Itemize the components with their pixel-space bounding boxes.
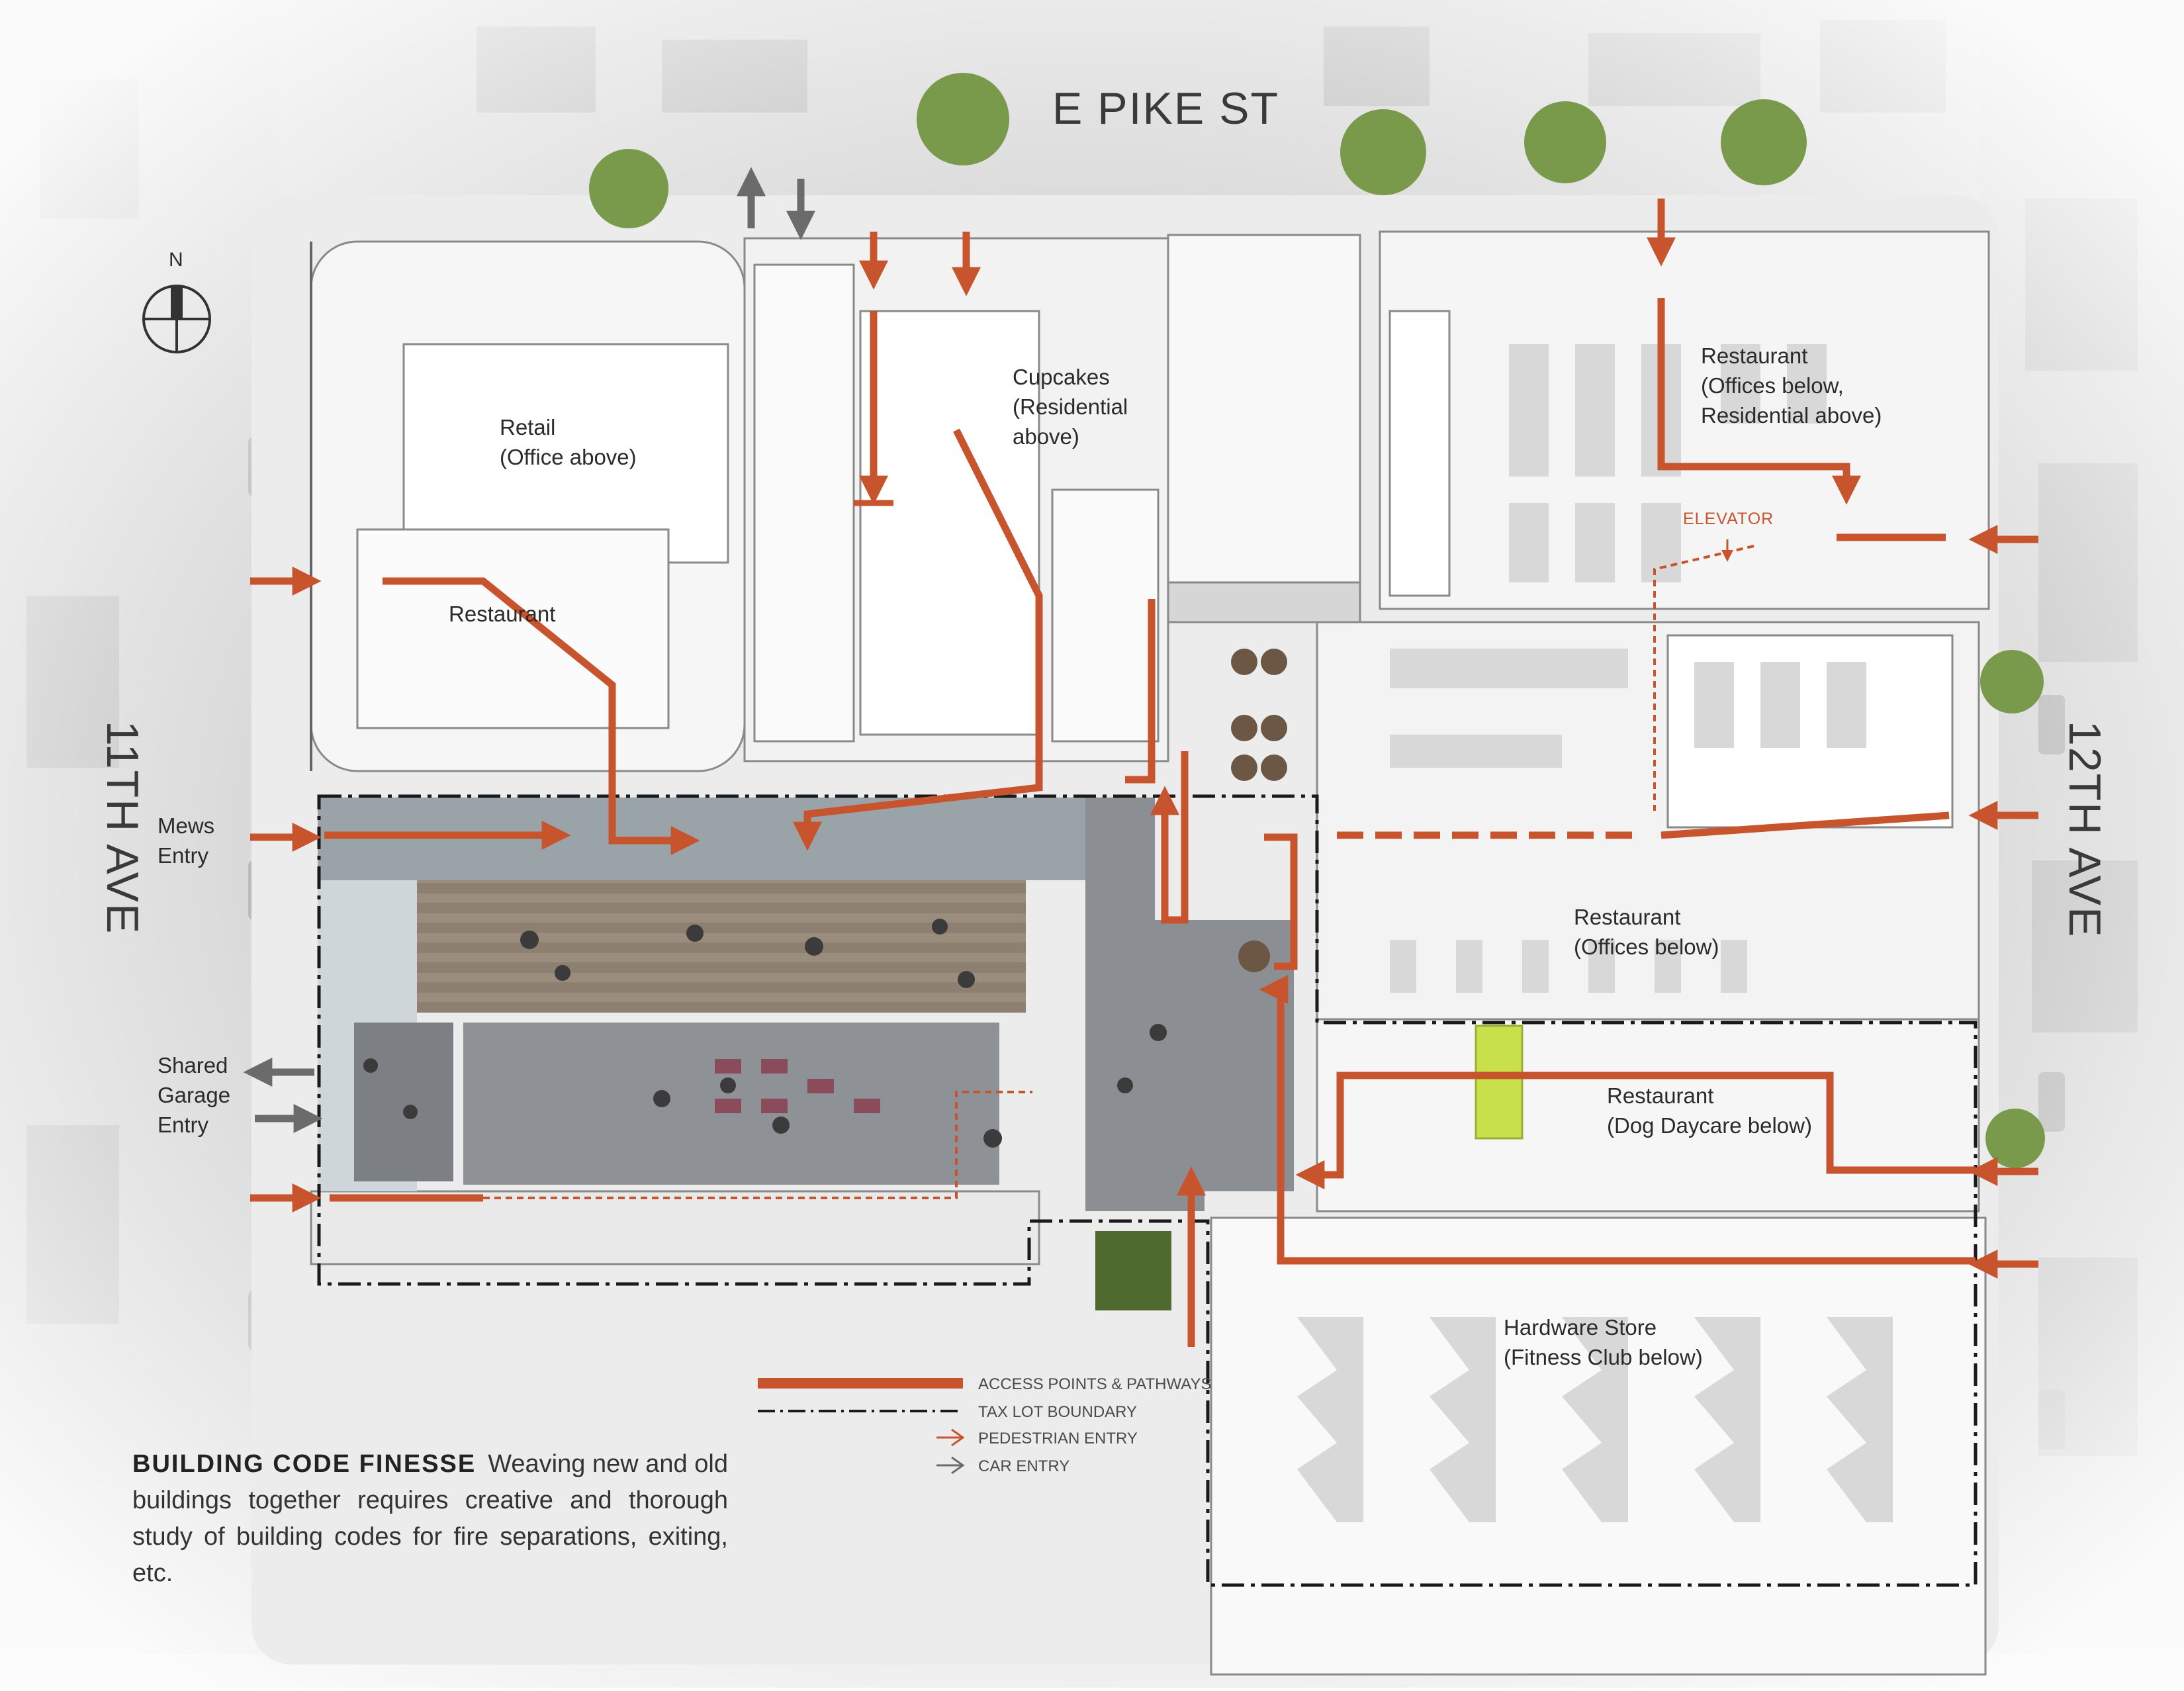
label-restaurant-ne: Restaurant (Offices below, Residential a… — [1701, 341, 1882, 430]
pedestrian-entry-arrows — [250, 199, 2038, 1279]
label-hardware-line: (Fitness Club below) — [1504, 1345, 1703, 1369]
label-mews-entry: Mews Entry — [158, 811, 214, 870]
label-hardware-line: Hardware Store — [1504, 1315, 1657, 1340]
furniture — [1297, 344, 1893, 1522]
legend-access-label: ACCESS POINTS & PATHWAYS — [978, 1375, 1212, 1393]
label-garage-entry-line: Entry — [158, 1113, 209, 1137]
label-restaurant-ne-line: (Offices below, — [1701, 373, 1844, 398]
label-mews-entry-line: Mews — [158, 813, 215, 838]
label-elevator: ELEVATOR — [1683, 510, 1774, 528]
legend-taxlot-label: TAX LOT BOUNDARY — [978, 1403, 1138, 1421]
compass-label: N — [169, 249, 183, 271]
building-restaurant-ne — [1379, 230, 1990, 610]
legend-car-label: CAR ENTRY — [978, 1457, 1070, 1475]
tax-lot-boundary — [317, 794, 1978, 1587]
street-label-west: 11TH AVE — [97, 721, 148, 935]
label-hardware: Hardware Store (Fitness Club below) — [1504, 1312, 1703, 1372]
label-mews-entry-line: Entry — [158, 843, 209, 868]
label-cupcakes-line: (Residential — [1013, 394, 1128, 419]
buildings — [310, 230, 1990, 1676]
car-entry-arrows — [243, 167, 815, 1133]
label-cupcakes-line: Cupcakes — [1013, 365, 1110, 389]
north-compass — [142, 285, 211, 353]
label-restaurant-ne-line: Restaurant — [1701, 343, 1808, 368]
building-dog-daycare — [1316, 1018, 1980, 1212]
mews-interior — [318, 649, 1294, 1310]
label-restaurant-ne-line: Residential above) — [1701, 403, 1882, 428]
label-restaurant-west: Restaurant — [449, 599, 555, 629]
legend-ped-swatch — [936, 1428, 965, 1447]
street-label-north: E PIKE ST — [1052, 83, 1279, 134]
label-restaurant-east-line: Restaurant — [1574, 905, 1681, 929]
legend-swatches — [758, 1378, 965, 1475]
description-heading: BUILDING CODE FINESSE — [132, 1450, 477, 1478]
label-retail-line: (Office above) — [500, 445, 637, 469]
label-retail: Retail (Office above) — [500, 412, 637, 472]
street-label-east: 12TH AVE — [2060, 721, 2110, 938]
street-trees — [589, 73, 2045, 1168]
legend-car-swatch — [936, 1456, 965, 1475]
label-cupcakes: Cupcakes (Residential above) — [1013, 362, 1128, 451]
path-hardware — [1259, 975, 1976, 1265]
label-cupcakes-line: above) — [1013, 424, 1079, 449]
label-restaurant-east-line: (Offices below) — [1574, 935, 1719, 959]
building-tower — [1167, 234, 1361, 594]
label-restaurant-dog-line: Restaurant — [1607, 1083, 1714, 1108]
path-restaurant-west — [383, 577, 700, 855]
path-dog-daycare — [1295, 1072, 1976, 1189]
label-restaurant-east: Restaurant (Offices below) — [1574, 902, 1719, 962]
label-garage-entry: Shared Garage Entry — [158, 1050, 230, 1140]
label-restaurant-west-line: Restaurant — [449, 602, 556, 626]
label-restaurant-dog: Restaurant (Dog Daycare below) — [1607, 1081, 1812, 1140]
garage-block — [310, 1190, 1040, 1265]
label-garage-entry-line: Garage — [158, 1083, 231, 1107]
description-body: Weaving new and old buildings together r… — [132, 1450, 728, 1587]
label-garage-entry-line: Shared — [158, 1053, 228, 1077]
access-pathways — [324, 298, 1976, 1347]
path-elevator-dashed — [1653, 545, 1754, 811]
label-retail-line: Retail — [500, 415, 556, 439]
path-cupcakes — [793, 428, 1043, 851]
legend-ped-label: PEDESTRIAN ENTRY — [978, 1430, 1138, 1447]
mews-courtyard — [1085, 798, 1294, 1211]
mews-floor-wood — [417, 880, 1026, 1013]
label-restaurant-dog-line: (Dog Daycare below) — [1607, 1113, 1812, 1138]
path-restaurant-ne — [1657, 298, 1861, 505]
